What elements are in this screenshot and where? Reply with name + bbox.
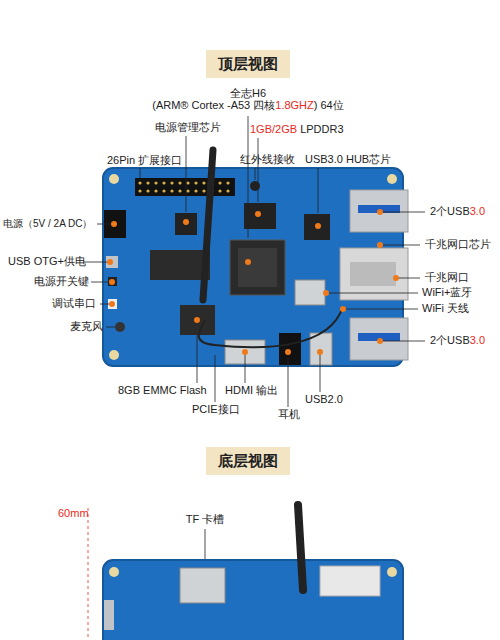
part-label: 电源开关键 <box>34 275 89 289</box>
part-label: HDMI 输出 <box>225 384 278 398</box>
part-label: 1.8GHZ <box>275 99 314 113</box>
part-label: 调试串口 <box>52 297 96 311</box>
label-line: 2个USB3.0 <box>430 205 485 219</box>
part-label: 全志H6 <box>230 87 266 101</box>
part-label: 红外线接收 <box>240 153 295 167</box>
part-label: PCIE接口 <box>192 403 240 417</box>
part-label: USB2.0 <box>305 393 343 407</box>
part-label: 电源（5V / 2A DC） <box>3 218 92 231</box>
part-label: 电源管理芯片 <box>155 121 221 135</box>
part-label: TF 卡槽 <box>186 513 225 527</box>
part-label: WiFi+蓝牙 <box>422 286 472 300</box>
label-line: 2个USB3.0 <box>430 334 485 348</box>
part-label: 耳机 <box>278 408 300 422</box>
section-heading: 底层视图 <box>206 447 290 475</box>
heading-text: 底层视图 <box>218 451 278 471</box>
part-label: WiFi 天线 <box>422 302 469 316</box>
part-label: 千兆网口芯片 <box>425 238 491 252</box>
part-label: 2个USB <box>430 205 470 219</box>
part-label: 60mm <box>58 507 89 521</box>
part-label: ) 64位 <box>314 99 344 113</box>
part-label: 麦克风 <box>70 320 103 334</box>
part-label: 3.0 <box>470 334 485 348</box>
part-label: 26Pin 扩展接口 <box>107 154 182 168</box>
part-label: 3.0 <box>470 205 485 219</box>
part-label: LPDDR3 <box>297 123 343 137</box>
part-label: USB OTG+供电 <box>8 255 86 269</box>
part-label: 2个USB <box>430 334 470 348</box>
section-heading: 顶层视图 <box>206 50 290 78</box>
part-label: USB3.0 HUB芯片 <box>305 153 391 167</box>
part-label: 1GB/2GB <box>250 123 297 137</box>
heading-text: 顶层视图 <box>218 54 278 74</box>
part-label: 8GB EMMC Flash <box>118 384 207 398</box>
part-label: (ARM® Cortex -A53 四核 <box>152 99 275 113</box>
label-line: (ARM® Cortex -A53 四核1.8GHZ) 64位 <box>152 99 344 113</box>
label-line: 1GB/2GB LPDDR3 <box>250 123 344 137</box>
part-label: 千兆网口 <box>425 271 469 285</box>
